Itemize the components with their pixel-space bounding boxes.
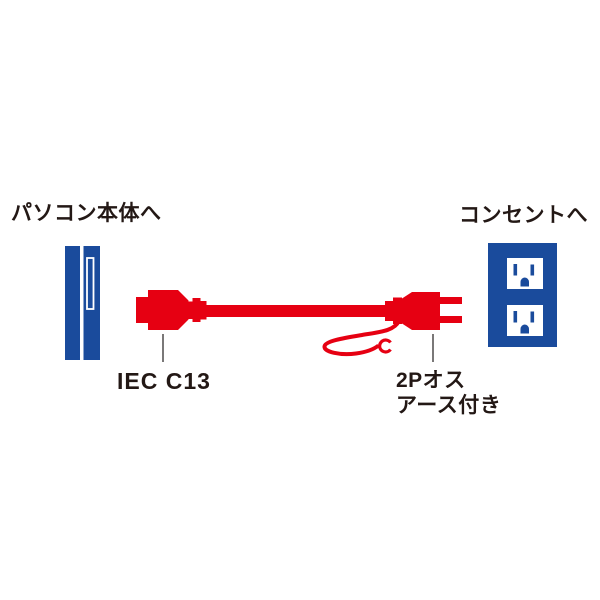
socket-slot-left (513, 311, 518, 323)
iec-c13-collar (192, 298, 201, 322)
socket-slot-right (530, 264, 535, 276)
plug-collar (393, 297, 402, 324)
iec-c13-body (148, 290, 189, 330)
socket-ground-hole (520, 277, 529, 287)
pc-panel-left-bar (65, 246, 80, 360)
label-outlet-side: コンセントへ (459, 204, 588, 227)
iec-c13-connector (136, 290, 207, 330)
outlet-socket-top (507, 258, 543, 289)
outlet-socket-bottom (507, 305, 543, 336)
plug-boot (385, 301, 394, 321)
iec-c13-neck (187, 301, 193, 319)
earth-clip (378, 338, 392, 354)
power-inlet-slot (86, 257, 95, 310)
plug-body (402, 292, 440, 330)
label-2p-male: 2Pオス (396, 369, 466, 392)
cable (200, 305, 390, 317)
label-with-earth: アース付き (396, 394, 502, 417)
socket-slot-right (530, 311, 535, 323)
cable-assembly (136, 290, 462, 357)
iec-c13-boot (200, 301, 207, 320)
plug-prong-top (440, 297, 462, 304)
plug-2p (322, 292, 462, 357)
pc-panel-right-bar (83, 246, 100, 360)
label-iec-c13: IEC C13 (117, 368, 211, 394)
earth-wire (322, 319, 401, 357)
outlet (488, 243, 557, 347)
plug-prong-bottom (440, 316, 462, 323)
iec-c13-nose (136, 297, 150, 323)
label-pc-side: パソコン本体へ (11, 202, 162, 225)
socket-ground-hole (520, 324, 529, 334)
socket-slot-left (513, 264, 518, 276)
pc-panel (65, 246, 100, 360)
